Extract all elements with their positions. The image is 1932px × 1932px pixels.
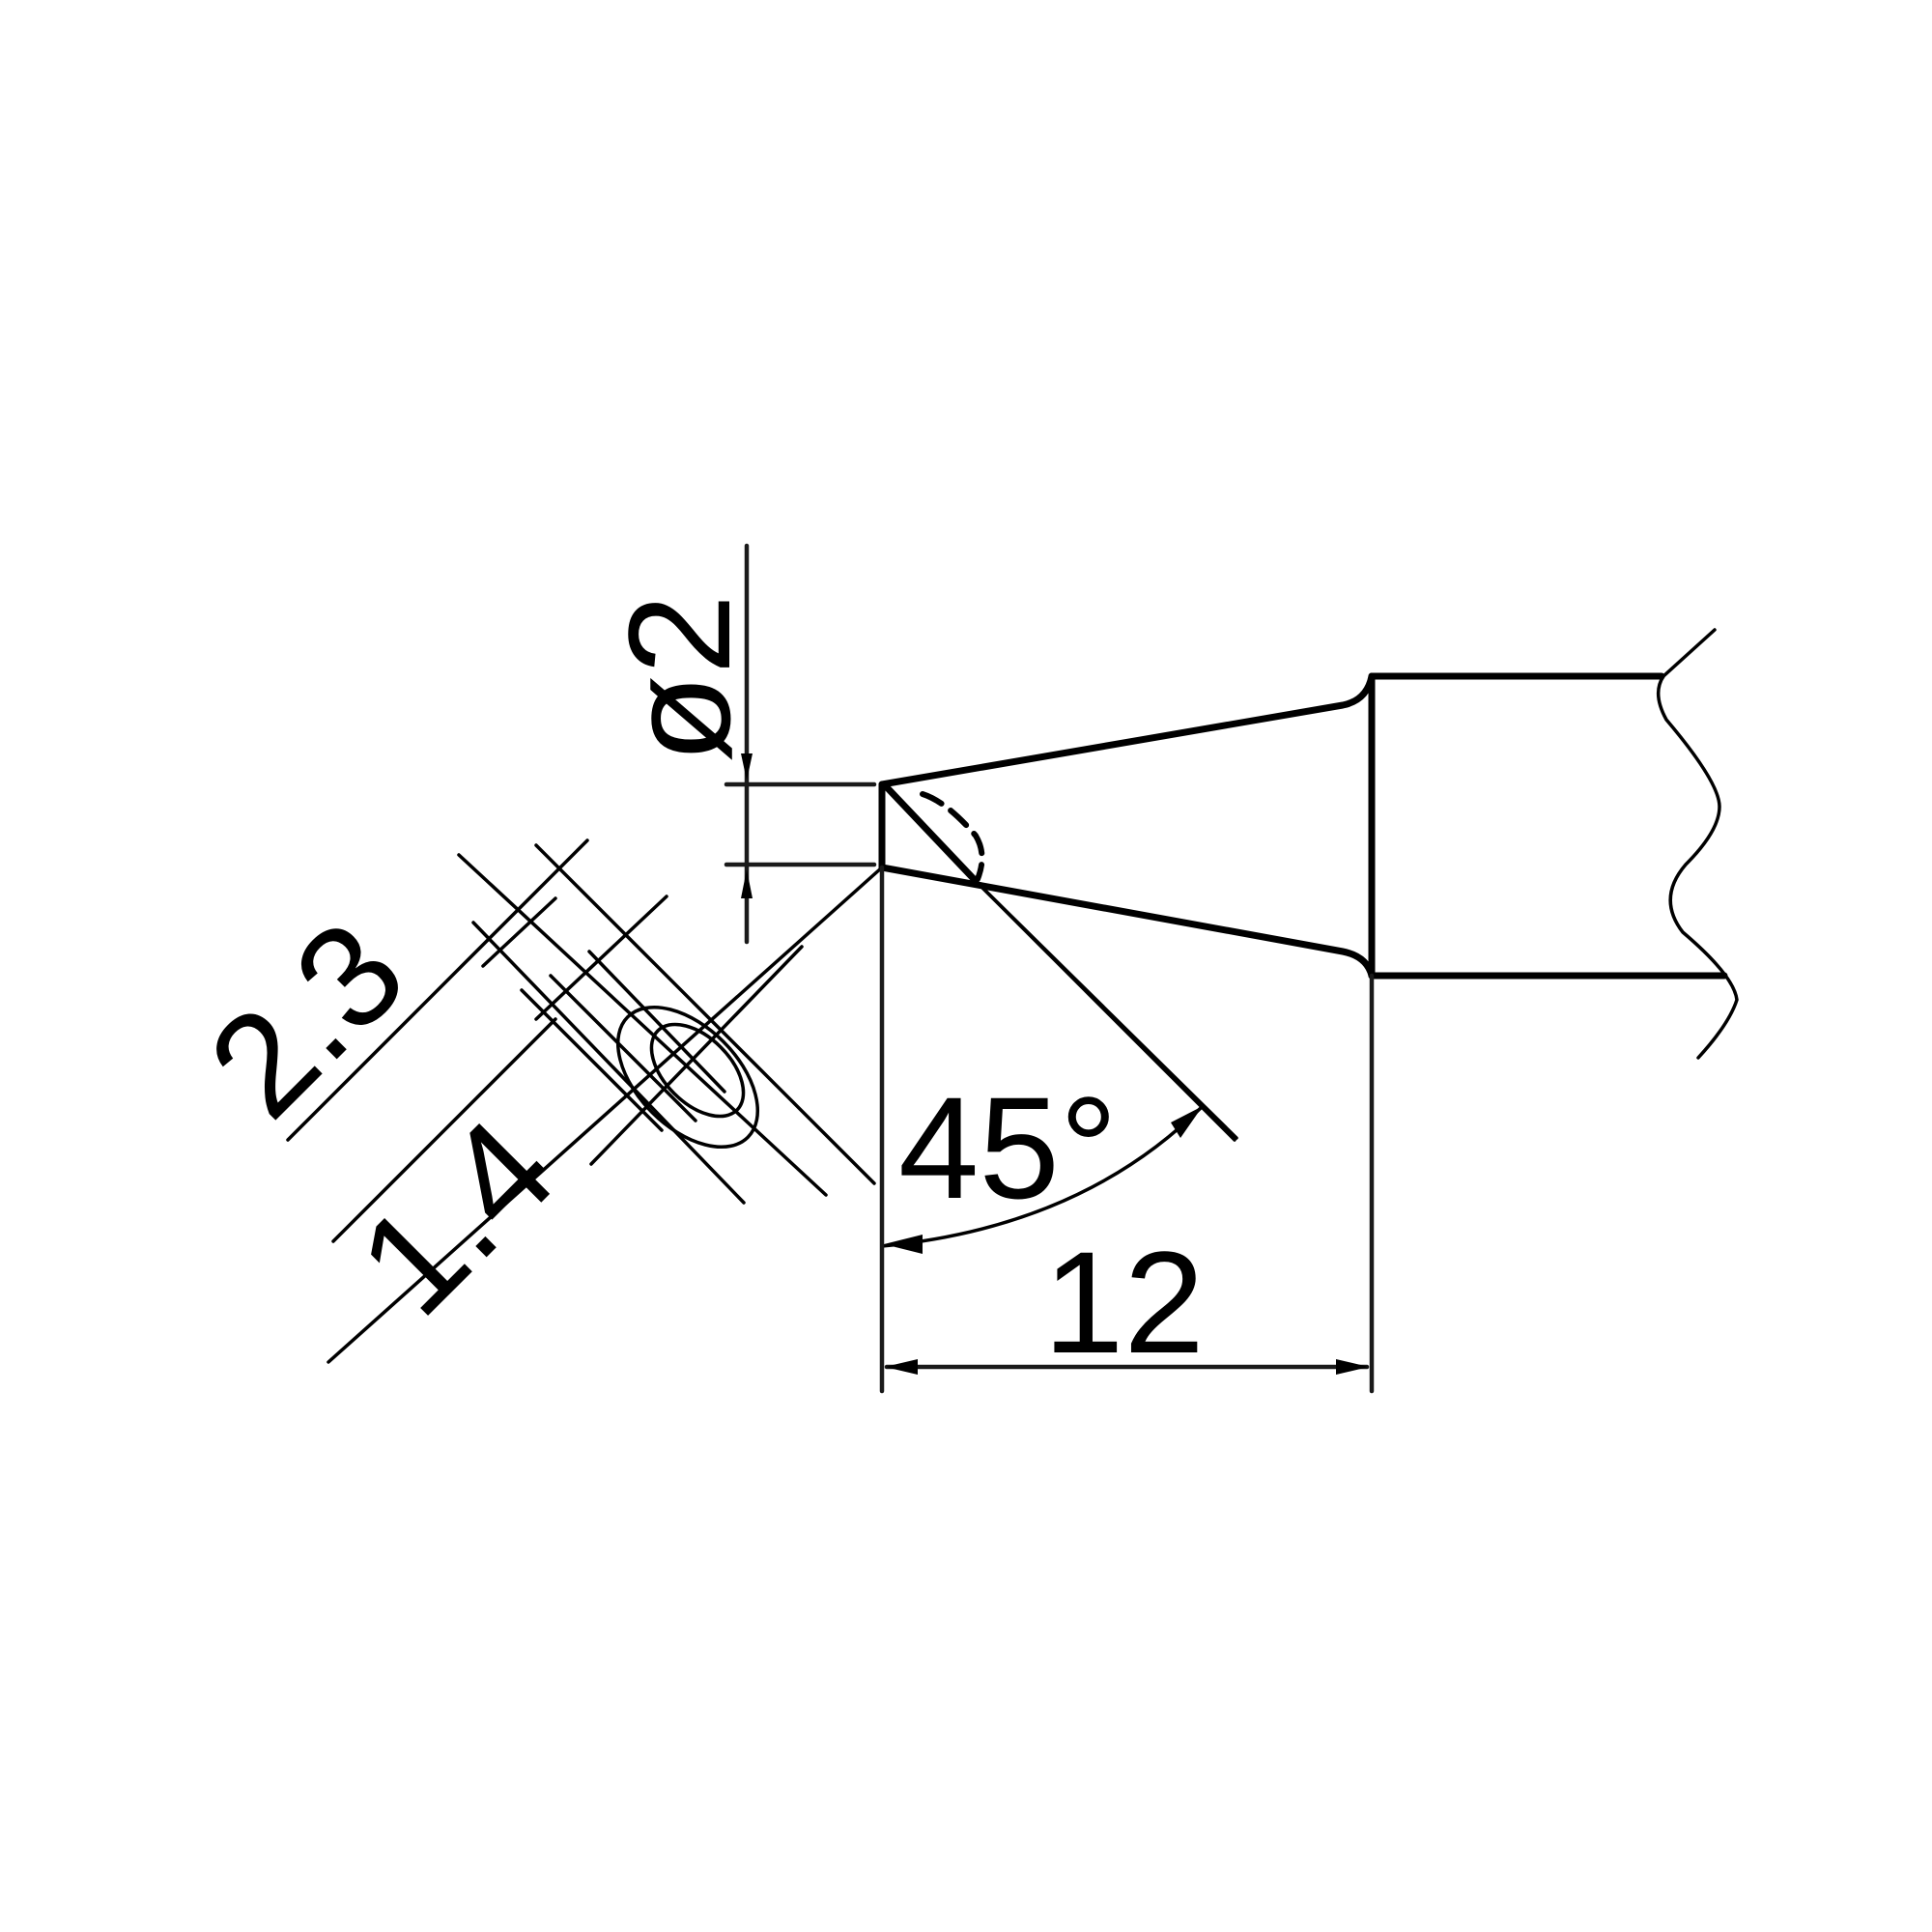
length-dimension: 12 [879,865,1375,1394]
bevel-oval-outer [615,1005,760,1150]
bevel-oval-inner [649,1022,746,1119]
taper-bottom-edge [878,864,1376,980]
angle-dimension: 45° [880,879,1238,1254]
bevel-width-label: 2.3 [178,890,435,1147]
angle-label: 45° [898,1066,1118,1229]
bevel-end-view [286,838,876,1243]
diameter-label: ø2 [598,594,760,763]
length-label: 12 [1043,1221,1205,1383]
taper-top-edge [878,672,1376,788]
diameter-dimension: ø2 [598,543,877,945]
bevel-face [883,783,985,885]
break-line [1657,628,1739,1060]
tip-body [878,628,1739,1060]
bevel-inner-width-label: 1.4 [327,1088,584,1345]
bevel-hidden-outline [920,791,985,882]
bevel-edge [883,783,980,885]
